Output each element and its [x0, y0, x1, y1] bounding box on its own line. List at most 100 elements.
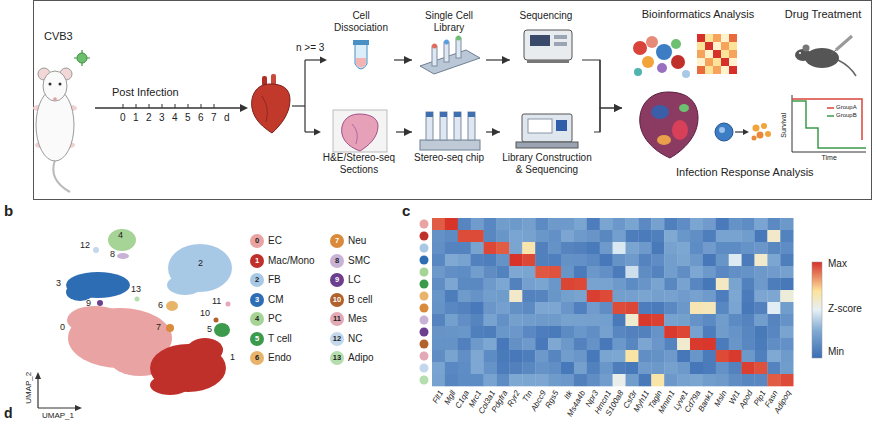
- heatmap-cell: [651, 362, 664, 374]
- heatmap-cell: [535, 266, 548, 278]
- fork-arrows: [314, 129, 321, 136]
- heatmap-thumbnail: [721, 42, 729, 50]
- tissue-section-icon: [342, 114, 378, 151]
- heatmap-cell: [703, 218, 716, 230]
- heatmap-cell: [742, 326, 755, 338]
- step-box: Bioinformatics Analysis: [622, 8, 774, 157]
- heatmap-thumbnail: [705, 34, 713, 42]
- heatmap-thumbnail: [697, 42, 705, 50]
- heatmap-cell: [664, 278, 677, 290]
- heatmap-cell: [535, 314, 548, 326]
- heatmap-cell: [432, 254, 445, 266]
- legend-text: Adipo: [348, 351, 374, 365]
- panel-letter: d: [4, 405, 13, 422]
- umap-axes: [37, 378, 38, 408]
- heatmap-cell: [445, 290, 458, 302]
- heatmap-cell: [522, 326, 535, 338]
- heatmap-cell: [767, 218, 780, 230]
- timeline-tick-label: 6: [198, 112, 204, 124]
- heatmap-cell: [690, 266, 703, 278]
- cluster-number: 11: [212, 296, 221, 307]
- heatmap-cell: [690, 338, 703, 350]
- heatmap-cell: [471, 374, 484, 386]
- legend-number: 9: [330, 273, 344, 287]
- heatmap-cell: [458, 254, 471, 266]
- mouse-illustration: [77, 53, 87, 63]
- heatmap-cell: [509, 290, 522, 302]
- umap-thumbnail: [657, 63, 667, 73]
- heatmap-cell: [742, 230, 755, 242]
- timeline-tick-label: d: [224, 112, 230, 124]
- heatmap-cell: [522, 302, 535, 314]
- heatmap-cell: [587, 230, 600, 242]
- marker-heatmap: [420, 218, 794, 386]
- cell-cluster-icon: [735, 131, 744, 132]
- heatmap-cell: [651, 230, 664, 242]
- heatmap-cell: [574, 374, 587, 386]
- umap-axes: [35, 372, 82, 411]
- heatmap-cell: [716, 242, 729, 254]
- tissue-section-icon: [333, 110, 387, 152]
- heatmap-cell: [535, 218, 548, 230]
- umap-thumbnail: [633, 41, 647, 55]
- heatmap-cell: [729, 374, 742, 386]
- heatmap-cell: [651, 374, 664, 386]
- survival-plot-icon: [827, 115, 834, 117]
- heatmap-cell: [445, 230, 458, 242]
- heatmap-cell: [561, 278, 574, 290]
- heatmap-cell: [626, 338, 639, 350]
- heatmap-cell: [522, 278, 535, 290]
- heatmap-cell: [729, 254, 742, 266]
- heatmap-cell: [522, 230, 535, 242]
- heatmap-cell: [742, 242, 755, 254]
- heatmap-cell: [574, 350, 587, 362]
- survival-plot-icon: [792, 101, 866, 148]
- row-color-dot: [420, 268, 429, 277]
- cell-cluster-icon: [752, 136, 757, 141]
- cluster-number: 10: [200, 308, 210, 319]
- heatmap-cell: [574, 218, 587, 230]
- heatmap-cell: [651, 290, 664, 302]
- heatmap-cell: [587, 218, 600, 230]
- heatmap-cell: [780, 290, 793, 302]
- heatmap-cell: [651, 350, 664, 362]
- heatmap-cell: [664, 290, 677, 302]
- heatmap-cell: [613, 290, 626, 302]
- heatmap-cell: [613, 338, 626, 350]
- tissue-section-icon: [333, 110, 387, 152]
- tissue-section-icon: [352, 124, 357, 144]
- heatmap-cell: [458, 374, 471, 386]
- panel-letter: b: [4, 202, 13, 220]
- heatmap-cell: [767, 242, 780, 254]
- heatmap-cell: [651, 242, 664, 254]
- sequencer-icon: [527, 60, 569, 63]
- chip-icon: [456, 36, 461, 41]
- heatmap-cell: [458, 326, 471, 338]
- heatmap-cell: [432, 362, 445, 374]
- heatmap-cell: [677, 290, 690, 302]
- heatmap-cell: [471, 254, 484, 266]
- legend-text: PC: [268, 312, 282, 326]
- heatmap-thumbnail: [697, 34, 705, 42]
- heatmap-cell: [651, 338, 664, 350]
- mouse-illustration: [53, 160, 70, 192]
- survival-plot-icon: [827, 107, 834, 109]
- umap-thumbnail: [682, 70, 690, 78]
- heatmap-cell: [471, 290, 484, 302]
- heatmap-cell: [703, 254, 716, 266]
- heatmap-cell: [767, 326, 780, 338]
- stereo-chip-icon: [468, 112, 475, 140]
- heatmap-cell: [561, 254, 574, 266]
- heatmap-cell: [742, 302, 755, 314]
- colorbar-label: Max: [828, 258, 847, 270]
- timeline-arrow: [95, 107, 241, 108]
- cell-cluster-icon: [715, 123, 771, 141]
- heatmap-cell: [574, 302, 587, 314]
- heatmap-cell: [767, 290, 780, 302]
- heatmap-cell: [522, 350, 535, 362]
- heatmap-cell: [755, 254, 768, 266]
- heatmap-cell: [638, 326, 651, 338]
- step-box: H&E/Stereo-seq Sections: [322, 108, 396, 176]
- legend-swatch: 7: [330, 234, 344, 248]
